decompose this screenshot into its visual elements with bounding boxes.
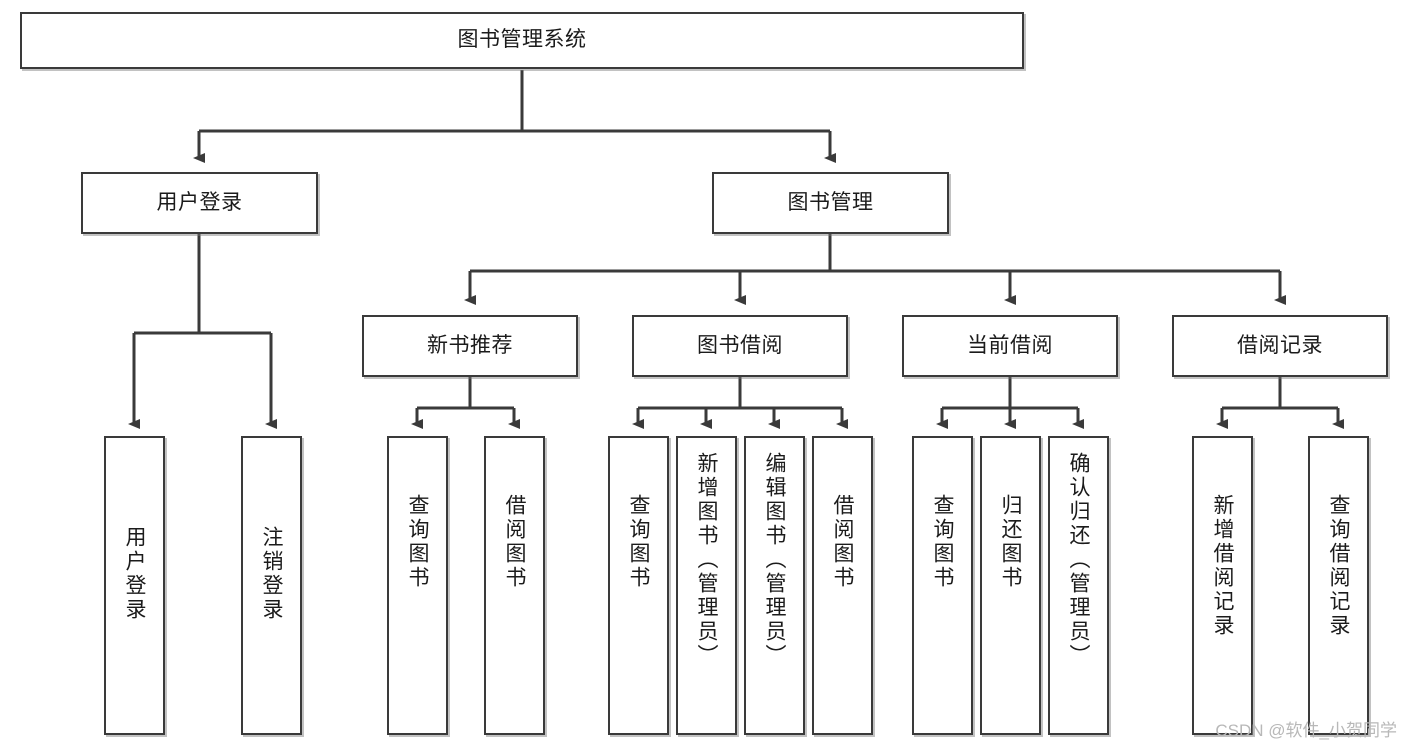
- leaf-book-borrow-add[interactable]: 新增图书（管理员）: [676, 436, 737, 735]
- leaf-borrow-records-query[interactable]: 查询借阅记录: [1308, 436, 1369, 735]
- node-user-login[interactable]: 用户登录: [81, 172, 318, 234]
- node-current-borrow-label: 当前借阅: [967, 333, 1053, 357]
- node-user-login-label: 用户登录: [156, 190, 243, 214]
- leaf-current-borrow-confirm[interactable]: 确认归还（管理员）: [1048, 436, 1109, 735]
- leaf-borrow-records-query-label: 查询借阅记录: [1327, 494, 1350, 638]
- node-book-management-label: 图书管理: [787, 190, 874, 214]
- node-book-management[interactable]: 图书管理: [712, 172, 949, 234]
- leaf-book-borrow-edit-label: 编辑图书（管理员）: [763, 452, 786, 668]
- leaf-new-books-query-label: 查询图书: [406, 494, 429, 590]
- leaf-new-books-borrow-label: 借阅图书: [503, 494, 526, 590]
- leaf-book-borrow-query-label: 查询图书: [627, 494, 650, 590]
- leaf-book-borrow-borrow[interactable]: 借阅图书: [812, 436, 873, 735]
- leaf-current-borrow-query[interactable]: 查询图书: [912, 436, 973, 735]
- node-root[interactable]: 图书管理系统: [20, 12, 1024, 69]
- leaf-user-login-logout[interactable]: 注销登录: [241, 436, 302, 735]
- node-book-borrow-label: 图书借阅: [697, 333, 783, 357]
- leaf-user-login-login[interactable]: 用户登录: [104, 436, 165, 735]
- leaf-current-borrow-query-label: 查询图书: [931, 494, 954, 590]
- node-new-book-recommend-label: 新书推荐: [427, 333, 513, 357]
- leaf-new-books-query[interactable]: 查询图书: [387, 436, 448, 735]
- leaf-book-borrow-add-label: 新增图书（管理员）: [695, 452, 718, 668]
- node-root-label: 图书管理系统: [457, 28, 587, 52]
- leaf-user-login-logout-label: 注销登录: [260, 526, 283, 622]
- leaf-current-borrow-return-label: 归还图书: [999, 494, 1022, 590]
- node-borrow-records[interactable]: 借阅记录: [1172, 315, 1388, 377]
- leaf-book-borrow-borrow-label: 借阅图书: [831, 494, 854, 590]
- leaf-current-borrow-return[interactable]: 归还图书: [980, 436, 1041, 735]
- node-current-borrow[interactable]: 当前借阅: [902, 315, 1118, 377]
- leaf-book-borrow-edit[interactable]: 编辑图书（管理员）: [744, 436, 805, 735]
- leaf-book-borrow-query[interactable]: 查询图书: [608, 436, 669, 735]
- leaf-user-login-login-label: 用户登录: [123, 526, 146, 622]
- leaf-borrow-records-add[interactable]: 新增借阅记录: [1192, 436, 1253, 735]
- node-borrow-records-label: 借阅记录: [1237, 333, 1323, 357]
- leaf-new-books-borrow[interactable]: 借阅图书: [484, 436, 545, 735]
- leaf-current-borrow-confirm-label: 确认归还（管理员）: [1067, 452, 1090, 668]
- node-new-book-recommend[interactable]: 新书推荐: [362, 315, 578, 377]
- node-book-borrow[interactable]: 图书借阅: [632, 315, 848, 377]
- leaf-borrow-records-add-label: 新增借阅记录: [1211, 494, 1234, 638]
- watermark: CSDN @软件_小贺同学: [1215, 721, 1397, 740]
